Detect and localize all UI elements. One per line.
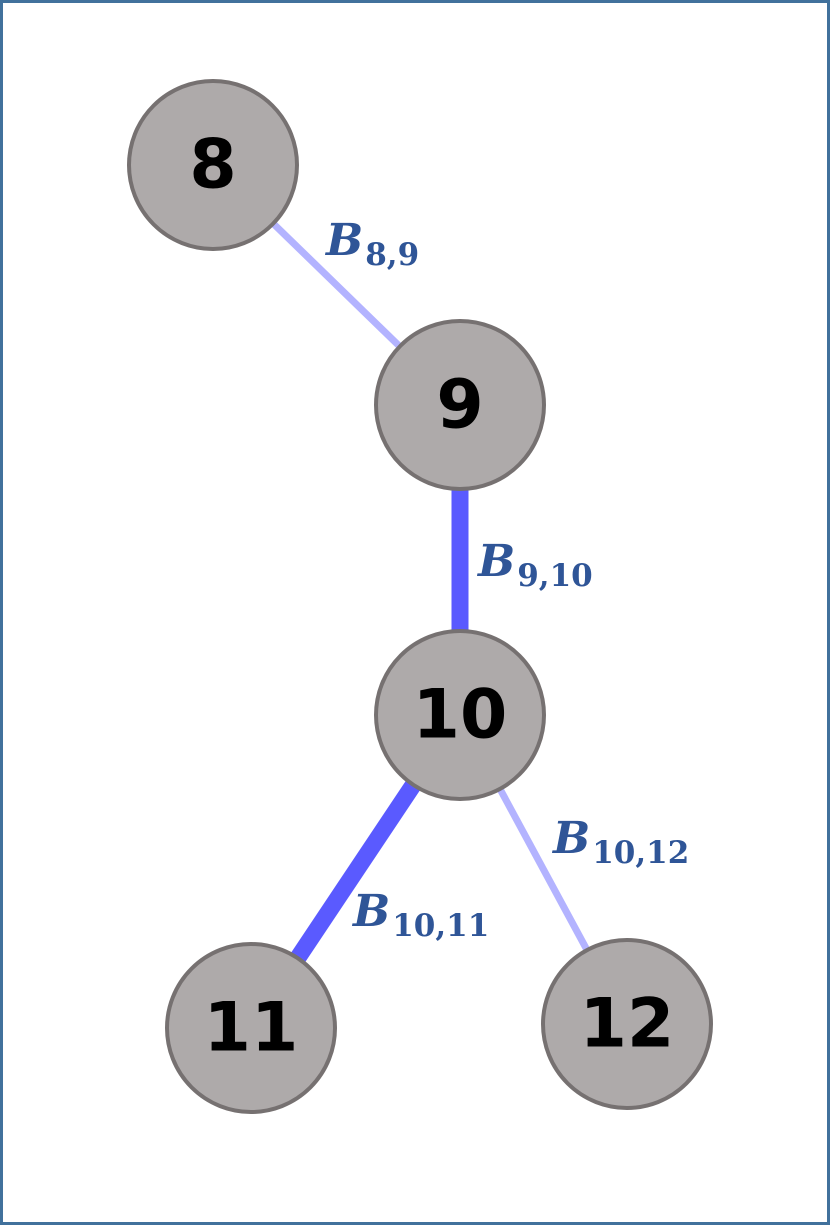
node-12: 12 [541,938,713,1110]
edge-label-10-11-main: B [351,886,390,937]
node-label-8: 8 [189,126,236,205]
edge-label-10-12-main: B [551,813,590,864]
edge-labels-layer: B8,9 B9,10 B10,12 B10,11 [324,215,689,944]
node-10: 10 [374,629,546,801]
nodes-layer: 8 9 10 11 12 [127,79,713,1114]
node-8: 8 [127,79,299,251]
edge-label-9-10-sub: 9,10 [517,558,593,594]
edge-label-8-9-main: B [324,215,363,266]
edge-label-10-12: B10,12 [551,813,689,871]
node-label-11: 11 [204,989,299,1068]
node-label-10: 10 [413,676,508,755]
edge-label-9-10: B9,10 [476,536,593,594]
edge-label-9-10-main: B [476,536,515,587]
edge-label-10-11-sub: 10,11 [392,908,489,944]
node-11: 11 [165,942,337,1114]
edge-label-8-9-sub: 8,9 [365,237,419,273]
edge-label-8-9: B8,9 [324,215,419,273]
edge-label-10-12-sub: 10,12 [592,835,689,871]
edge-label-10-11: B10,11 [351,886,489,944]
node-label-12: 12 [580,985,675,1064]
node-9: 9 [374,319,546,491]
node-label-9: 9 [436,366,483,445]
